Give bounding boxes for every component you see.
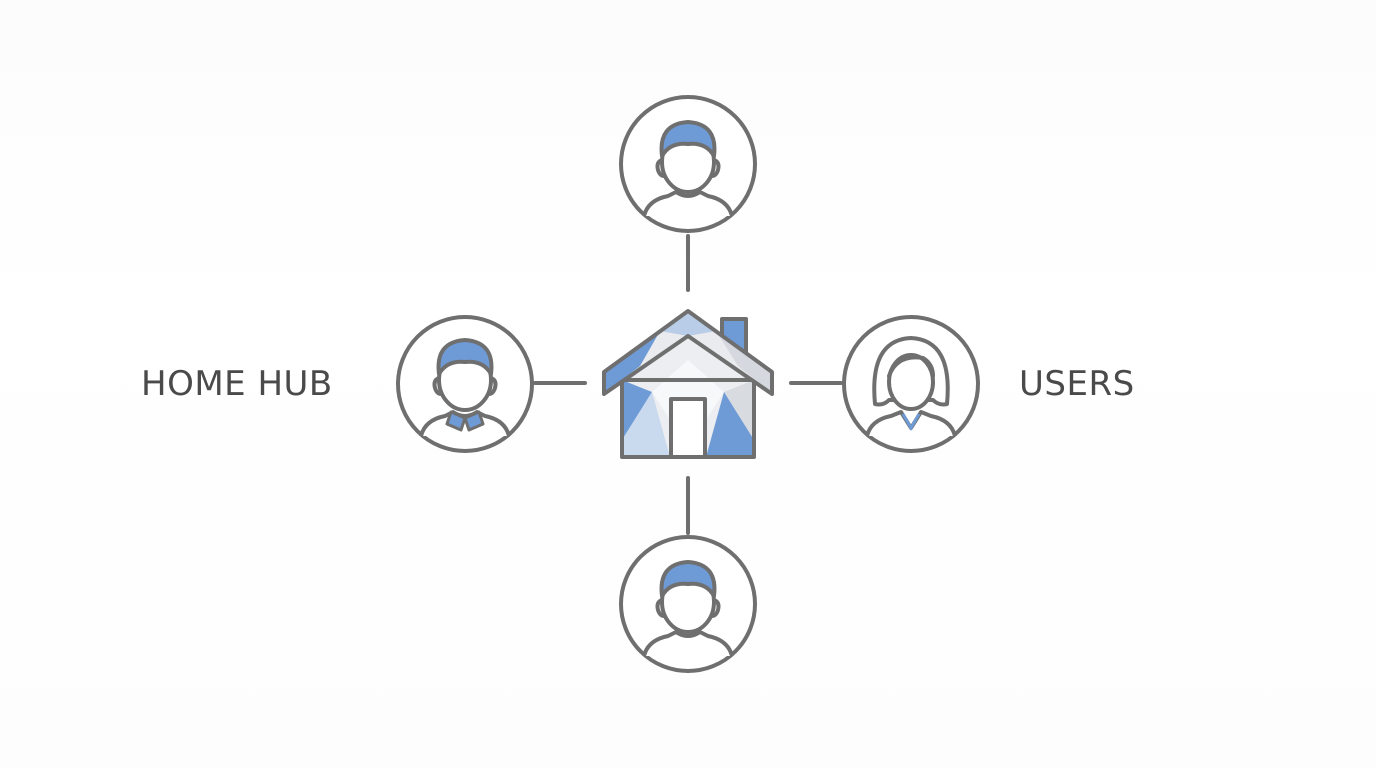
user-node-right — [842, 315, 980, 453]
user-male-icon — [642, 120, 734, 217]
user-male-collared-icon — [419, 338, 511, 437]
home-hub-label: HOME HUB — [141, 364, 333, 404]
user-female-icon — [865, 336, 957, 437]
users-label: USERS — [1019, 364, 1135, 404]
house-icon — [602, 309, 774, 459]
user-male-icon — [642, 560, 734, 657]
user-node-left — [396, 315, 534, 453]
user-node-bottom — [619, 535, 757, 673]
user-node-top — [619, 95, 757, 233]
